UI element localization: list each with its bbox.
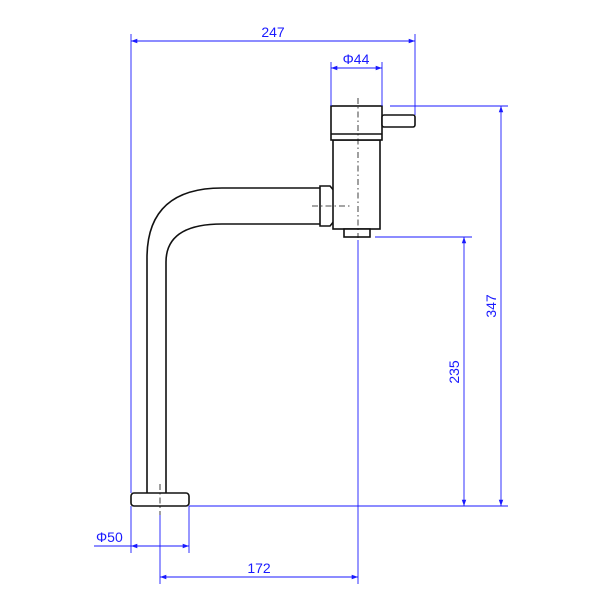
dimension-spout-reach: 172 (159, 240, 359, 584)
valve-body (332, 139, 381, 230)
dimension-overall-height: 347 (189, 105, 508, 507)
spout-riser-inner-outline (165, 223, 322, 493)
spout-riser-outline (146, 187, 322, 493)
dimension-overall-width: 247 (130, 24, 416, 493)
aerator-outlet (343, 228, 371, 238)
dimension-label: Φ50 (96, 529, 123, 545)
faucet-body (130, 98, 416, 515)
dimension-label: 235 (446, 360, 462, 384)
dimension-label: 172 (247, 560, 271, 576)
dimension-label: 247 (261, 24, 285, 40)
handle-cap (330, 105, 383, 141)
dimension-handle-diameter: Φ44 (330, 51, 383, 106)
dimension-spout-height: 235 (375, 236, 472, 506)
handle-lever (381, 114, 416, 128)
dimension-label: 347 (483, 294, 499, 318)
dimension-label: Φ44 (343, 51, 370, 67)
dimension-base-diameter: Φ50 (94, 506, 190, 553)
